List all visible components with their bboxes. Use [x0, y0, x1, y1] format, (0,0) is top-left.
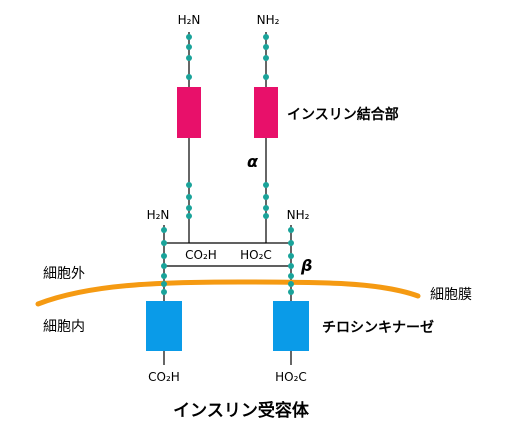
beads-beta-right	[288, 227, 294, 295]
insulin-binding-site-label: インスリン結合部	[287, 106, 399, 123]
beta-label: β	[300, 256, 312, 275]
alpha-n-terminus-left: H₂N	[178, 13, 201, 27]
beta-n-terminus-right: NH₂	[287, 208, 310, 222]
beads-beta-left	[161, 227, 167, 295]
alpha-label: α	[247, 152, 259, 171]
tyrosine-kinase-label: チロシンキナーゼ	[322, 319, 434, 336]
tyrosine-kinase-domain-left	[146, 301, 182, 351]
cell-membrane-label: 細胞膜	[430, 287, 472, 303]
insulin-binding-domain-right	[254, 87, 278, 138]
beta-c-terminus-right: HO₂C	[275, 370, 307, 384]
beta-n-terminus-left: H₂N	[147, 208, 170, 222]
alpha-c-terminus-right: HO₂C	[240, 248, 272, 262]
extracellular-label: 細胞外	[43, 266, 85, 282]
alpha-n-terminus-right: NH₂	[257, 13, 280, 27]
beads-alpha-left	[186, 34, 192, 219]
intracellular-label: 細胞内	[43, 319, 85, 335]
tyrosine-kinase-domain-right	[273, 301, 309, 351]
beta-c-terminus-left: CO₂H	[148, 370, 180, 384]
insulin-binding-domain-left	[177, 87, 201, 138]
beads-alpha-right	[263, 34, 269, 219]
figure-title: インスリン受容体	[173, 400, 310, 421]
alpha-c-terminus-left: CO₂H	[185, 248, 217, 262]
cell-membrane	[35, 279, 421, 307]
